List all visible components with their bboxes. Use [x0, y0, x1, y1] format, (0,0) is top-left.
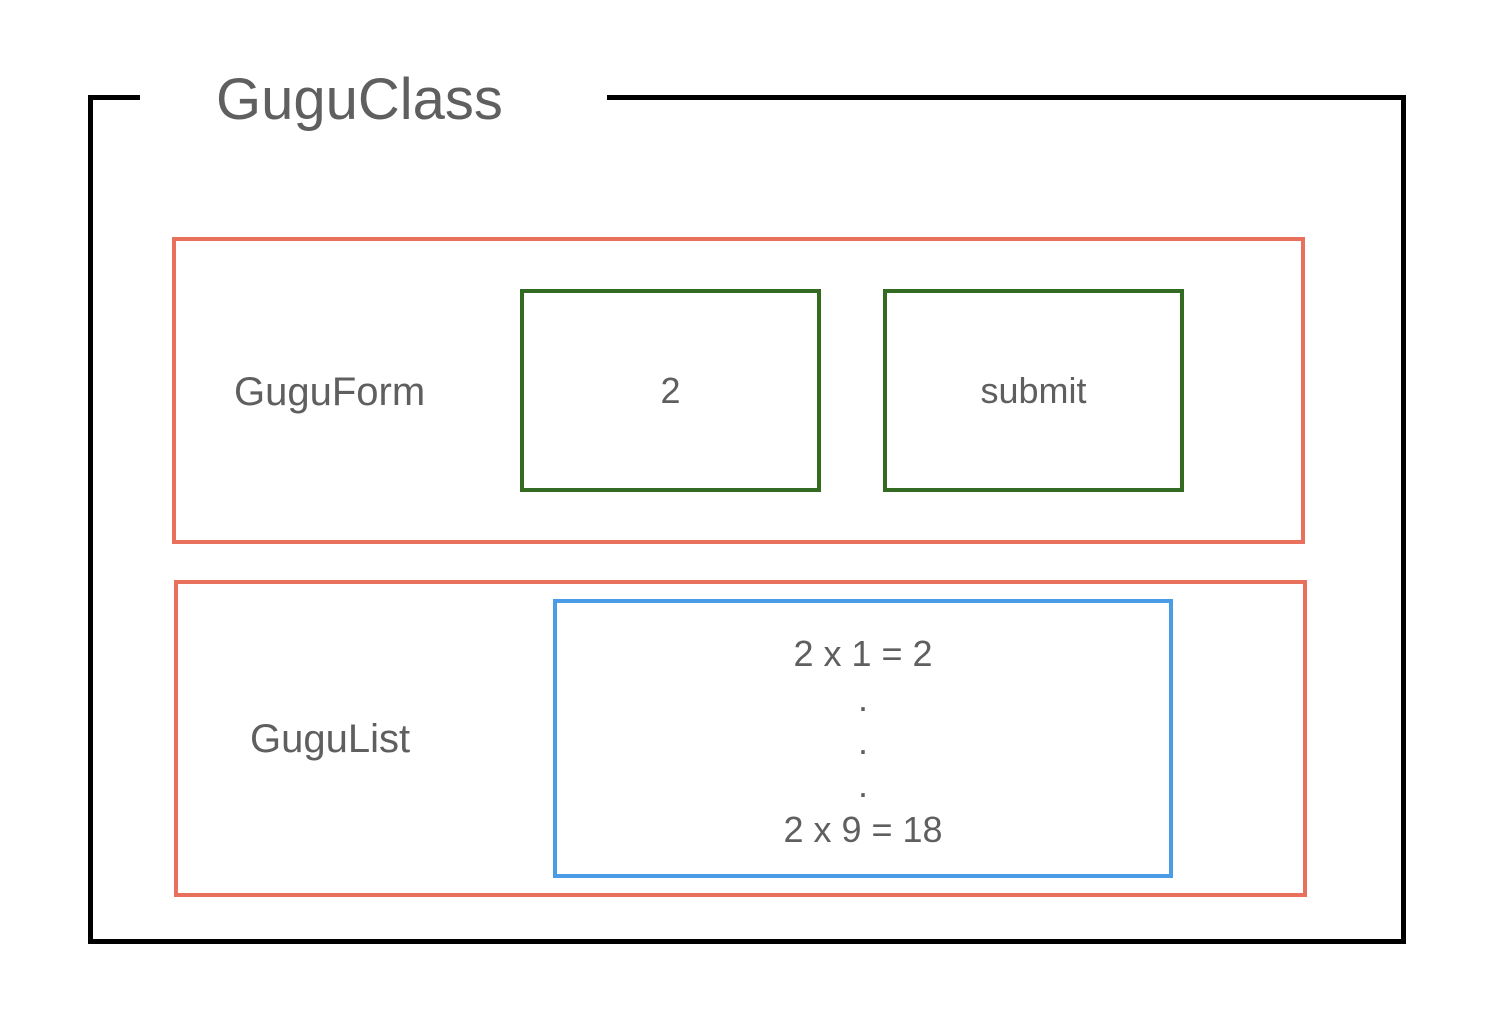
gugu-class-title: GuguClass — [216, 67, 503, 132]
number-input[interactable]: 2 — [520, 289, 821, 492]
list-item-ellipsis-3: . — [857, 764, 868, 805]
submit-button-label: submit — [980, 369, 1087, 411]
outer-title-gap — [140, 90, 607, 104]
list-item-ellipsis-1: . — [857, 678, 868, 719]
list-item-last: 2 x 9 = 18 — [783, 809, 943, 850]
multiplication-list: 2 x 1 = 2 . . . 2 x 9 = 18 — [553, 599, 1173, 878]
list-item-first: 2 x 1 = 2 — [793, 633, 933, 674]
gugu-form-label: GuguForm — [234, 370, 426, 414]
gugu-class-container — [88, 95, 1406, 944]
list-item-ellipsis-2: . — [857, 721, 868, 762]
gugu-list-component — [174, 580, 1307, 897]
gugu-list-label: GuguList — [250, 717, 411, 761]
number-input-value: 2 — [660, 369, 681, 411]
submit-button[interactable]: submit — [883, 289, 1184, 492]
gugu-form-component — [172, 237, 1305, 544]
